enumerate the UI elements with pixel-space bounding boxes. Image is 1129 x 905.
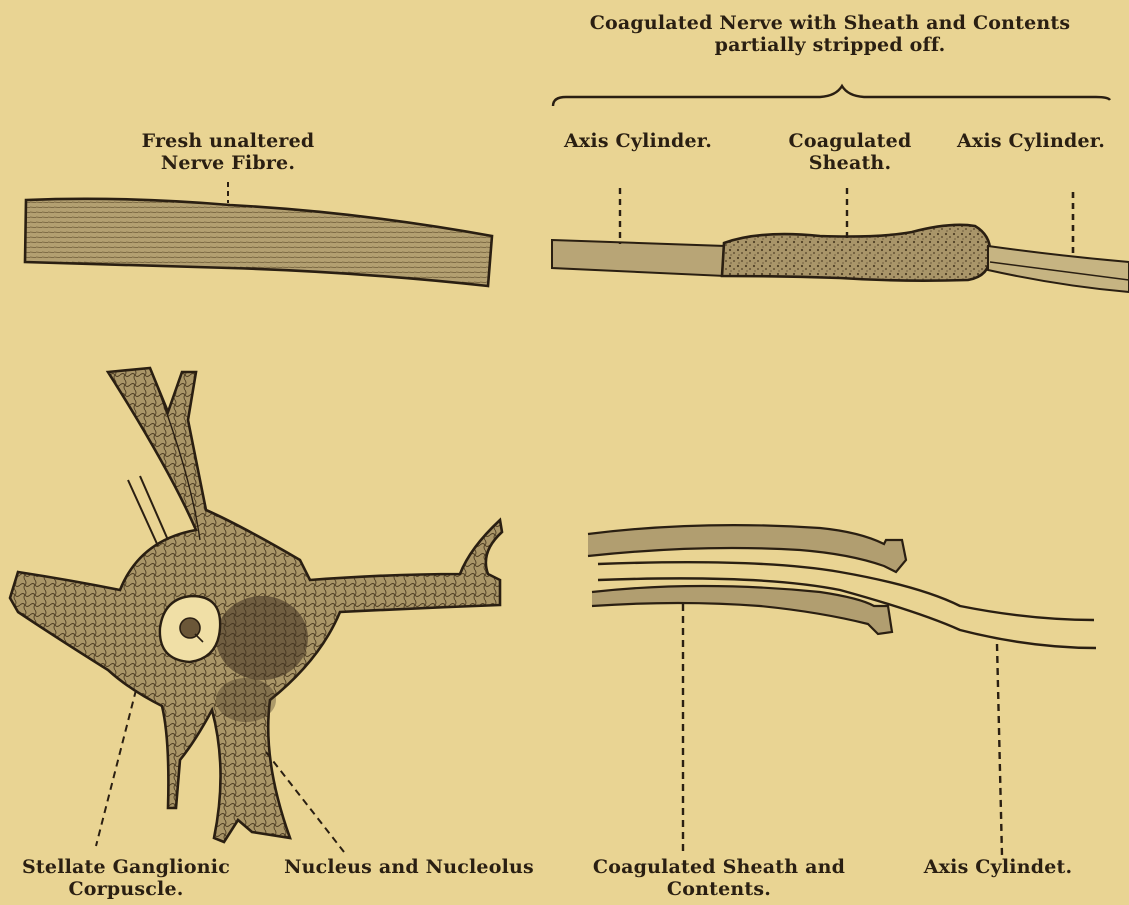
coagulated-sheath-label-line1: Coagulated — [780, 130, 920, 152]
coagulated-sheath-label-line2: Sheath. — [780, 152, 920, 174]
fresh-fibre-label-line2: Nerve Fibre. — [118, 152, 338, 174]
fresh-nerve-fibre — [25, 199, 492, 286]
nucleus — [160, 596, 220, 662]
plate-title-line2: partially stripped off. — [560, 34, 1100, 56]
coagulated-contents-label-line2: Contents. — [576, 878, 862, 900]
plate-title: Coagulated Nerve with Sheath and Content… — [560, 12, 1100, 56]
axis-cylinder-right-label: Axis Cylinder. — [940, 130, 1122, 152]
stellate-label-line2: Corpuscle. — [6, 878, 246, 900]
fresh-fibre-label-line1: Fresh unaltered — [118, 130, 338, 152]
axis-cylinder-left-segment — [552, 240, 725, 276]
axis-cylinder-bottom-label: Axis Cylindet. — [900, 856, 1096, 878]
upper-coagulated-sheath — [588, 525, 906, 572]
axis-cylinder-left-label: Axis Cylinder. — [548, 130, 728, 152]
axis-cylinder-right-text: Axis Cylinder. — [940, 130, 1122, 152]
fresh-fibre-label: Fresh unaltered Nerve Fibre. — [118, 130, 338, 174]
stripped-nerve-diagram — [588, 525, 1096, 648]
coagulated-nerve — [552, 225, 1129, 292]
stellate-pointer — [96, 690, 136, 846]
plate-title-line1: Coagulated Nerve with Sheath and Content… — [560, 12, 1100, 34]
axis-cylinder-right-segment — [988, 246, 1129, 292]
axis-cylinder-left-text: Axis Cylinder. — [548, 130, 728, 152]
nucleus-label: Nucleus and Nucleolus — [264, 856, 554, 878]
stellate-label: Stellate Ganglionic Corpuscle. — [6, 856, 246, 900]
axis-bottom-pointer — [997, 644, 1002, 856]
coagulated-sheath-label: Coagulated Sheath. — [780, 130, 920, 174]
axis-cylinder-bottom-text: Axis Cylindet. — [900, 856, 1096, 878]
coagulated-contents-label: Coagulated Sheath and Contents. — [576, 856, 862, 900]
stellate-ganglionic-corpuscle — [10, 368, 502, 842]
lower-coagulated-sheath — [592, 586, 892, 634]
nucleus-label-text: Nucleus and Nucleolus — [264, 856, 554, 878]
coagulated-contents-label-line1: Coagulated Sheath and — [576, 856, 862, 878]
stellate-label-line1: Stellate Ganglionic — [6, 856, 246, 878]
grouping-brace — [553, 86, 1110, 106]
coagulated-sheath — [722, 225, 990, 281]
